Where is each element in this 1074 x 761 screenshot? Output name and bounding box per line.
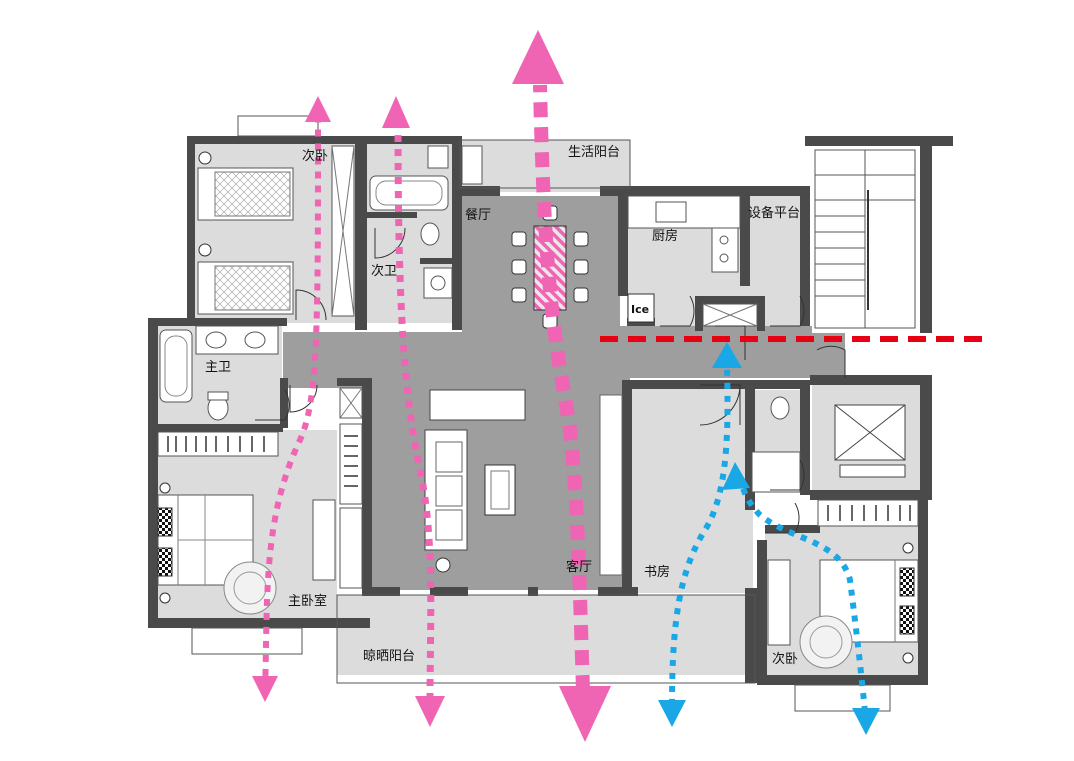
ventilation-arrows bbox=[252, 30, 611, 742]
vent-arrow-down-2 bbox=[415, 696, 445, 727]
flow-path-2 bbox=[737, 477, 868, 713]
rug-right bbox=[799, 615, 853, 669]
label-dining-room: 餐厅 bbox=[465, 208, 492, 223]
flow-arrow-down-1 bbox=[658, 700, 686, 727]
stair-core-floor bbox=[812, 143, 930, 333]
coffee-table bbox=[484, 464, 516, 516]
staircase bbox=[814, 149, 916, 329]
flow-path-1 bbox=[669, 364, 731, 706]
label-drying-balcony: 晾晒阳台 bbox=[363, 649, 416, 664]
rug-master bbox=[223, 561, 277, 615]
tv-cabinet bbox=[429, 389, 526, 421]
vent-path-2 bbox=[394, 124, 435, 701]
label-utility-balcony: 生活阳台 bbox=[568, 145, 621, 160]
label-master-bedroom: 主卧室 bbox=[288, 594, 328, 609]
flow-arrow-down-2 bbox=[852, 708, 880, 735]
vent-arrow-down-3 bbox=[559, 686, 611, 742]
sink-second-bath bbox=[423, 267, 453, 299]
label-second-bedroom-right: 次卧 bbox=[772, 652, 799, 667]
vent-path-1 bbox=[262, 119, 321, 691]
furniture: Ice bbox=[157, 145, 919, 669]
fridge bbox=[627, 293, 655, 323]
dining-strip bbox=[462, 196, 500, 332]
flow-arrow-up-1 bbox=[712, 342, 742, 368]
label-master-bathroom: 主卫 bbox=[205, 360, 232, 375]
circulation-arrows bbox=[658, 342, 880, 735]
bathtub-master-bath bbox=[159, 329, 193, 403]
vent-arrow-up-1 bbox=[305, 96, 331, 122]
walls bbox=[148, 136, 953, 685]
toilet-second-bath bbox=[420, 222, 440, 246]
label-kitchen: 厨房 bbox=[652, 229, 679, 244]
windows bbox=[191, 115, 891, 712]
vent-arrow-up-3 bbox=[512, 30, 564, 84]
wardrobe-master bbox=[157, 431, 279, 457]
drying-balcony-floor bbox=[337, 595, 755, 675]
wardrobe-right bbox=[817, 499, 919, 527]
label-second-bedroom-top: 次卧 bbox=[302, 149, 329, 164]
label-living-room: 客厅 bbox=[566, 560, 593, 575]
vent-arrow-down-1 bbox=[252, 676, 278, 702]
vent-path-3 bbox=[533, 84, 590, 691]
label-second-bathroom: 次卫 bbox=[371, 264, 398, 279]
public-zone-floor bbox=[283, 196, 845, 590]
vent-arrow-up-2 bbox=[382, 96, 410, 128]
bathtub-second-bath bbox=[369, 175, 449, 211]
flow-arrow-up-2 bbox=[722, 462, 750, 490]
fridge-label: Ice bbox=[631, 303, 649, 316]
label-equipment-platform: 设备平台 bbox=[748, 206, 801, 221]
label-study: 书房 bbox=[644, 565, 671, 580]
